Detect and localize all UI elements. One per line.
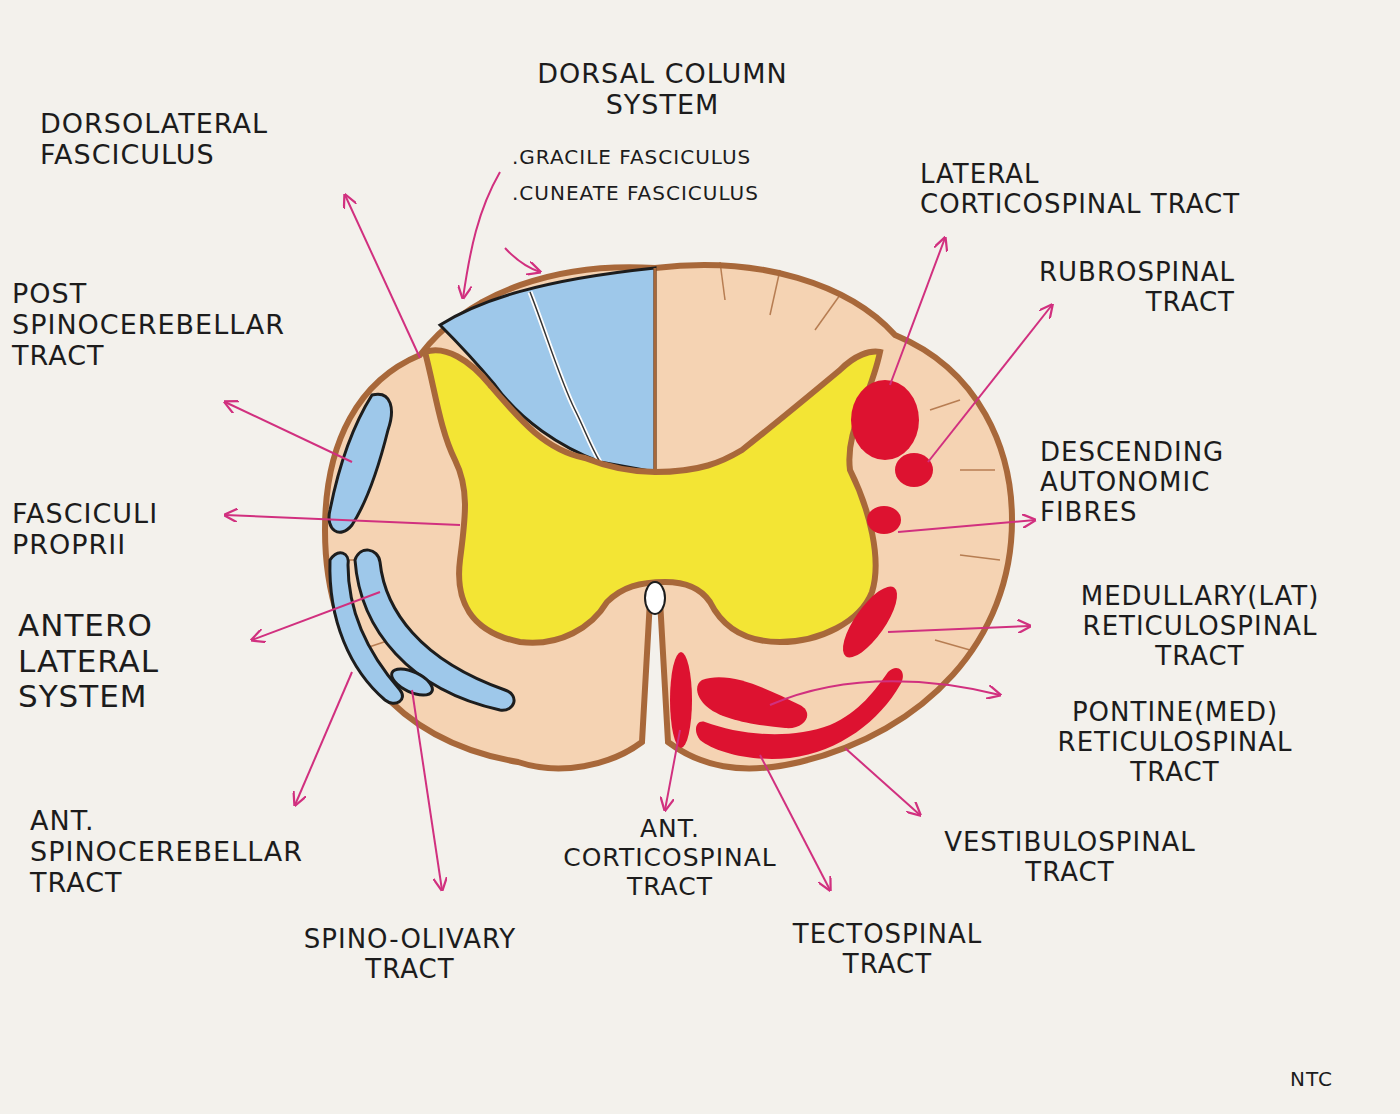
tract-label: RUBROSPINAL TRACT	[995, 258, 1235, 318]
tract-label: ANTERO LATERAL SYSTEM	[18, 608, 218, 715]
tract-label: ANT. SPINOCEREBELLAR TRACT	[30, 805, 360, 898]
lateral-corticospinal-tract	[851, 380, 919, 460]
tract-label: DORSOLATERAL FASCICULUS	[40, 108, 340, 170]
tract-label: FASCICULI PROPRII	[12, 498, 232, 560]
tract-label: .CUNEATE FASCICULUS	[512, 182, 872, 205]
tract-label: .GRACILE FASCICULUS	[512, 146, 872, 169]
tract-label: TECTOSPINAL TRACT	[755, 920, 1020, 980]
tract-label: DORSAL COLUMN SYSTEM	[495, 58, 830, 120]
pia-septa	[333, 262, 1000, 650]
medullary-reticulospinal-tract	[834, 579, 907, 665]
tract-label: POST SPINOCEREBELLAR TRACT	[12, 278, 312, 371]
descending-autonomic-fibres	[867, 506, 901, 534]
author-watermark: NTC	[1290, 1068, 1370, 1091]
tract-label: ANT. CORTICOSPINAL TRACT	[535, 815, 805, 901]
grey-matter	[425, 350, 880, 642]
dorsal-median-septum	[654, 268, 657, 472]
ant-corticospinal-tract	[670, 652, 692, 748]
rubrospinal-tract	[895, 453, 933, 487]
tract-label: VESTIBULOSPINAL TRACT	[910, 828, 1230, 888]
tract-label: MEDULLARY(LAT) RETICULOSPINAL TRACT	[1050, 582, 1350, 672]
tract-label: LATERAL CORTICOSPINAL TRACT	[920, 160, 1265, 220]
tract-label: DESCENDING AUTONOMIC FIBRES	[1040, 438, 1285, 528]
post-spinocerebellar-tract	[329, 394, 391, 532]
tract-label: SPINO-OLIVARY TRACT	[265, 925, 555, 985]
anterolateral-system	[355, 550, 514, 710]
central-canal	[645, 582, 665, 614]
leader-lines	[225, 172, 1052, 890]
pontine-reticulospinal-tract	[697, 677, 807, 728]
tract-label: PONTINE(MED) RETICULOSPINAL TRACT	[1025, 698, 1325, 788]
white-matter	[325, 265, 1012, 768]
